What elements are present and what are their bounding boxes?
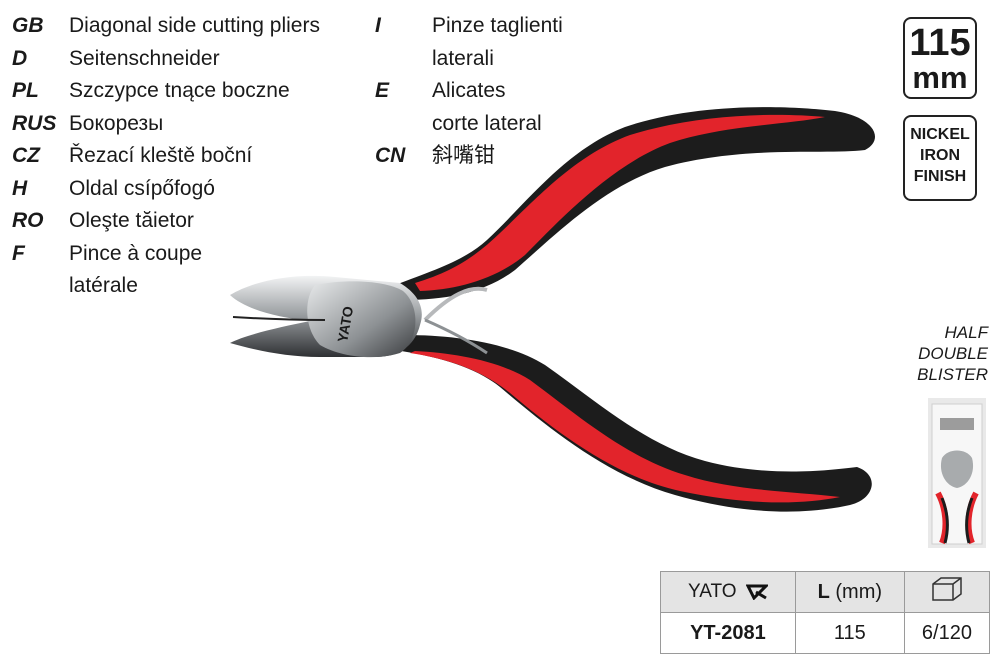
packaging-line-2: DOUBLE bbox=[918, 344, 988, 363]
lang-row-f: F Pince à coupe latérale bbox=[12, 238, 320, 303]
length-header-symbol: L bbox=[817, 580, 830, 603]
tool-brand-print: YATO bbox=[334, 305, 356, 344]
size-badge: 115 mm bbox=[903, 17, 977, 99]
lang-row-i: I Pinze taglienti laterali bbox=[375, 10, 563, 75]
length-header: L (mm) bbox=[794, 571, 905, 613]
lang-text: Řezací kleště boční bbox=[69, 144, 253, 167]
finish-line-1: NICKEL bbox=[910, 126, 970, 143]
lang-code: D bbox=[12, 46, 28, 70]
finish-line-3: FINISH bbox=[913, 168, 967, 185]
lang-text: Oleşte tăietor bbox=[69, 209, 194, 232]
language-list-left: GB Diagonal side cutting pliers D Seitensc… bbox=[12, 10, 320, 303]
lang-code: E bbox=[375, 79, 390, 102]
lang-row-rus: RUS Бокорезы bbox=[12, 108, 320, 141]
lang-row-pl: PL Szczypce tnące boczne bbox=[12, 75, 320, 108]
spec-value-row: YT-2081 115 6/120 bbox=[660, 612, 991, 654]
lang-row-h: H Oldal csípőfogó bbox=[12, 173, 320, 206]
lang-text: Diagonal side cutting pliers bbox=[69, 14, 320, 37]
spec-table: YATO L (mm) YT-2081 115 6/120 bbox=[660, 571, 991, 654]
product-code: YT-2081 bbox=[660, 612, 796, 654]
packaging-line-1: HALF bbox=[944, 323, 988, 342]
lang-code: H bbox=[12, 176, 28, 200]
finish-line-2: IRON bbox=[920, 147, 960, 164]
lang-code: RUS bbox=[12, 111, 57, 135]
lang-code: PL bbox=[12, 79, 39, 102]
lang-row-gb: GB Diagonal side cutting pliers bbox=[12, 10, 320, 43]
lang-text: Pinze taglienti laterali bbox=[432, 14, 563, 70]
pack-value: 6/120 bbox=[903, 612, 991, 654]
packaging-line-3: BLISTER bbox=[917, 365, 988, 384]
box-icon bbox=[932, 577, 962, 601]
pliers-image: YATO bbox=[230, 107, 875, 512]
finish-badge: NICKEL IRON FINISH bbox=[903, 115, 977, 201]
lang-text: Szczypce tnące boczne bbox=[69, 79, 290, 102]
yato-logo-icon bbox=[745, 584, 768, 600]
lang-code: CZ bbox=[12, 144, 40, 167]
language-list-right: I Pinze taglienti laterali E Alicates cort… bbox=[375, 10, 563, 173]
brand-name: YATO bbox=[687, 581, 737, 602]
size-value: 115 bbox=[909, 22, 971, 64]
lang-row-cn: CN 斜嘴钳 bbox=[375, 140, 563, 173]
size-unit: mm bbox=[912, 60, 968, 95]
lang-code: GB bbox=[12, 14, 44, 37]
lang-text: Oldal csípőfogó bbox=[69, 176, 215, 200]
lang-text: Seitenschneider bbox=[69, 46, 220, 70]
lang-code: F bbox=[12, 241, 25, 265]
lang-text: Pince à coupe latérale bbox=[69, 241, 203, 298]
lang-code: I bbox=[375, 14, 381, 37]
brand-header: YATO bbox=[660, 571, 796, 613]
blister-pack-image bbox=[928, 398, 986, 548]
lang-text: 斜嘴钳 bbox=[432, 144, 495, 167]
lang-text: Alicates corte lateral bbox=[432, 79, 542, 135]
lang-row-d: D Seitenschneider bbox=[12, 43, 320, 76]
length-value: 115 bbox=[794, 612, 905, 654]
lang-code: CN bbox=[375, 144, 406, 167]
lang-row-e: E Alicates corte lateral bbox=[375, 75, 563, 140]
lang-code: RO bbox=[12, 209, 44, 232]
packaging-label: HALF DOUBLE BLISTER bbox=[917, 322, 988, 385]
length-header-unit: (mm) bbox=[829, 580, 883, 603]
lang-row-cz: CZ Řezací kleště boční bbox=[12, 140, 320, 173]
lang-row-ro: RO Oleşte tăietor bbox=[12, 205, 320, 238]
spec-header-row: YATO L (mm) bbox=[660, 571, 991, 613]
pack-header bbox=[903, 571, 991, 613]
lang-text: Бокорезы bbox=[69, 111, 164, 135]
